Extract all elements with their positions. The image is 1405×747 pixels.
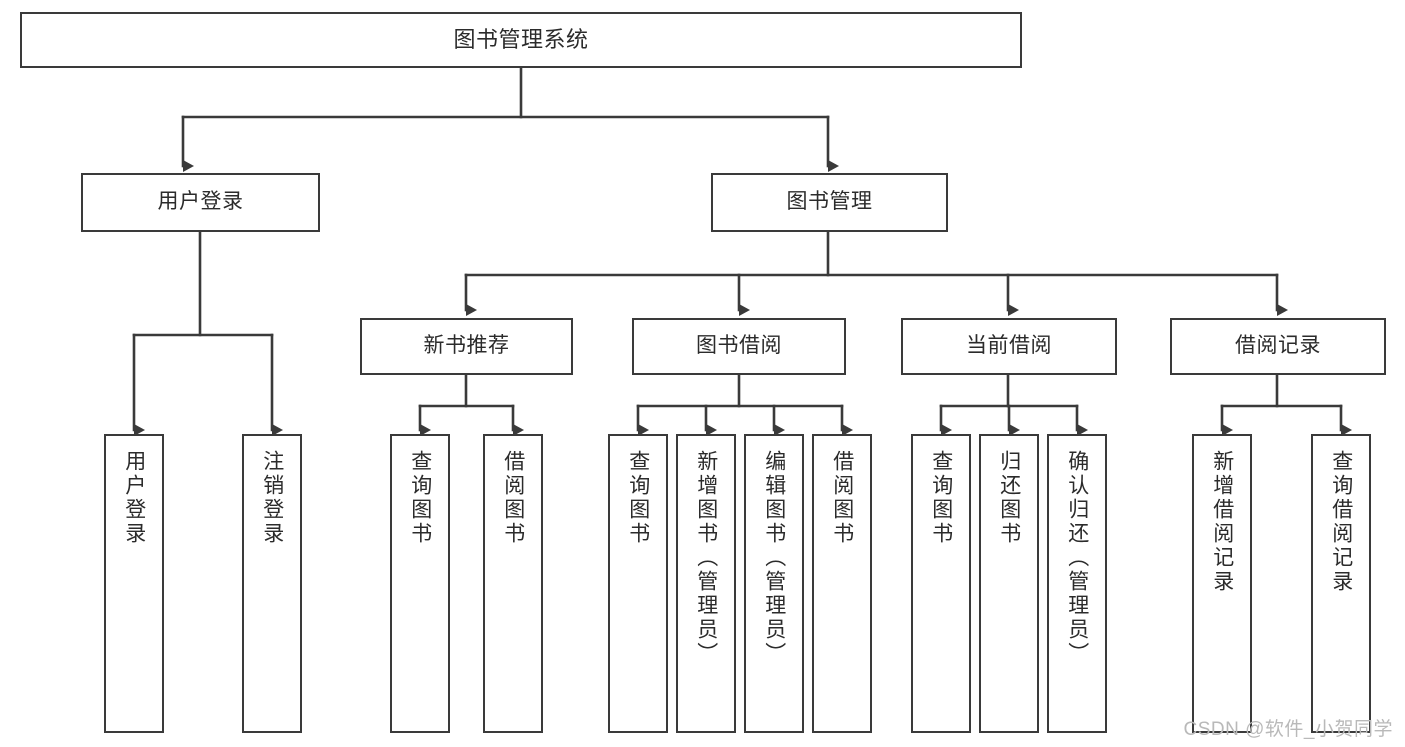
node-borrow-record-label: 借阅记录	[1235, 334, 1321, 358]
leaf-current-borrow-2[interactable]: 归还图书	[979, 434, 1039, 733]
leaf-borrow-record-1-label: 新增借阅记录	[1210, 450, 1234, 594]
node-current-borrow[interactable]: 当前借阅	[901, 318, 1117, 375]
node-borrow-record[interactable]: 借阅记录	[1170, 318, 1386, 375]
leaf-book-borrow-2-label: 新增图书（管理员）	[694, 450, 718, 666]
leaf-user-login-1-label: 用户登录	[122, 450, 146, 546]
leaf-book-borrow-1[interactable]: 查询图书	[608, 434, 668, 733]
leaf-borrow-record-2[interactable]: 查询借阅记录	[1311, 434, 1371, 733]
node-root-label: 图书管理系统	[453, 27, 589, 53]
node-book-borrow-label: 图书借阅	[696, 334, 782, 358]
leaf-new-book-1[interactable]: 查询图书	[390, 434, 450, 733]
csdn-watermark: CSDN @软件_小贺同学	[1183, 719, 1393, 740]
leaf-book-borrow-4[interactable]: 借阅图书	[812, 434, 872, 733]
node-root[interactable]: 图书管理系统	[20, 12, 1022, 68]
node-current-borrow-label: 当前借阅	[966, 334, 1052, 358]
leaf-borrow-record-1[interactable]: 新增借阅记录	[1192, 434, 1252, 733]
node-user-login-label: 用户登录	[157, 190, 244, 214]
node-book-manage-label: 图书管理	[786, 190, 873, 214]
node-user-login[interactable]: 用户登录	[81, 173, 320, 232]
node-new-book-recommend[interactable]: 新书推荐	[360, 318, 573, 375]
leaf-book-borrow-4-label: 借阅图书	[830, 450, 854, 546]
leaf-new-book-2[interactable]: 借阅图书	[483, 434, 543, 733]
leaf-user-login-2-label: 注销登录	[260, 450, 284, 546]
leaf-borrow-record-2-label: 查询借阅记录	[1329, 450, 1353, 594]
leaf-book-borrow-2[interactable]: 新增图书（管理员）	[676, 434, 736, 733]
leaf-user-login-2[interactable]: 注销登录	[242, 434, 302, 733]
leaf-book-borrow-3[interactable]: 编辑图书（管理员）	[744, 434, 804, 733]
leaf-current-borrow-2-label: 归还图书	[997, 450, 1021, 546]
node-book-manage[interactable]: 图书管理	[711, 173, 948, 232]
node-book-borrow[interactable]: 图书借阅	[632, 318, 846, 375]
leaf-book-borrow-1-label: 查询图书	[626, 450, 650, 546]
leaf-user-login-1[interactable]: 用户登录	[104, 434, 164, 733]
leaf-book-borrow-3-label: 编辑图书（管理员）	[762, 450, 786, 666]
leaf-new-book-2-label: 借阅图书	[501, 450, 525, 546]
leaf-current-borrow-3-label: 确认归还（管理员）	[1065, 450, 1089, 666]
leaf-current-borrow-1[interactable]: 查询图书	[911, 434, 971, 733]
node-new-book-recommend-label: 新书推荐	[423, 334, 510, 358]
leaf-new-book-1-label: 查询图书	[408, 450, 432, 546]
leaf-current-borrow-1-label: 查询图书	[929, 450, 953, 546]
leaf-current-borrow-3[interactable]: 确认归还（管理员）	[1047, 434, 1107, 733]
